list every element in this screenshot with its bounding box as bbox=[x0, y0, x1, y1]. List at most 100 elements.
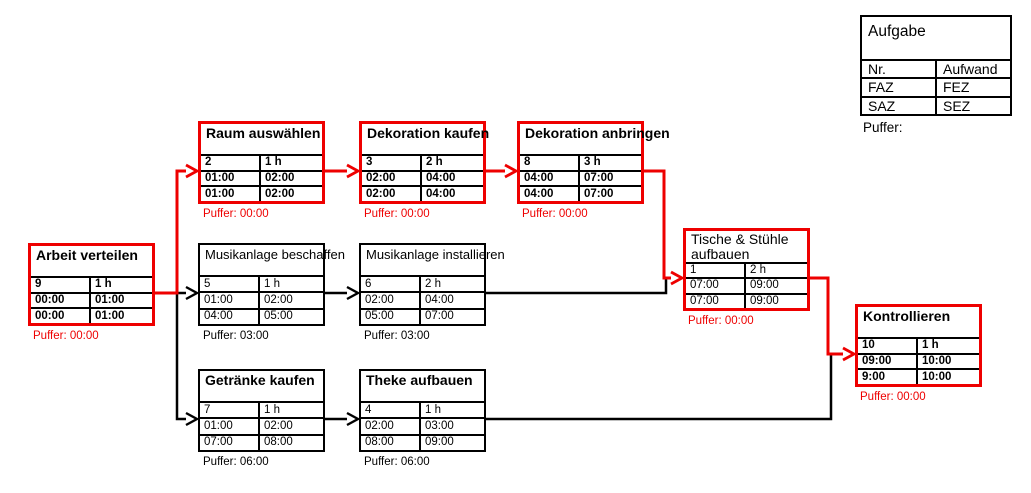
task-cell: 04:00 bbox=[422, 172, 483, 186]
task-puffer-label: Puffer: 00:00 bbox=[33, 330, 99, 342]
legend-fez-label: FEZ bbox=[943, 79, 970, 96]
task-title: Getränke kaufen bbox=[200, 371, 323, 403]
connector-arbeit-raum bbox=[155, 169, 186, 295]
task-title: Arbeit verteilen bbox=[31, 246, 152, 278]
task-cell: 07:00 bbox=[580, 187, 641, 201]
legend-cell: FAZ bbox=[862, 79, 937, 96]
task-nr: 2 bbox=[205, 156, 212, 169]
task-saz: 08:00 bbox=[365, 436, 394, 449]
task-faz: 01:00 bbox=[204, 293, 233, 306]
arrowhead-musikbeschaffen bbox=[185, 285, 200, 301]
task-cell: 07:00 bbox=[200, 435, 260, 450]
task-fez: 04:00 bbox=[426, 172, 456, 184]
task-saz: 07:00 bbox=[204, 436, 233, 449]
arrowhead-theke bbox=[346, 411, 361, 427]
arrowhead-raum bbox=[185, 163, 200, 179]
task-cell: 5 bbox=[200, 277, 260, 292]
task-saz: 00:00 bbox=[35, 309, 65, 322]
task-puffer-label: Puffer: 00:00 bbox=[860, 391, 926, 403]
task-cell: 09:00 bbox=[746, 279, 807, 292]
task-puffer-label: Puffer: 00:00 bbox=[364, 208, 430, 220]
connector-musikinstallieren-tische bbox=[486, 279, 668, 295]
task-puffer-label: Puffer: 00:00 bbox=[522, 208, 588, 220]
task-nr: 6 bbox=[365, 277, 372, 290]
task-faz: 09:00 bbox=[862, 355, 892, 367]
legend-cell: Aufwand bbox=[937, 61, 1010, 77]
task-fez: 03:00 bbox=[425, 419, 454, 432]
task-cell: 3 bbox=[362, 156, 422, 170]
task-nr: 5 bbox=[204, 277, 211, 290]
task-cell: 02:00 bbox=[362, 187, 422, 202]
task-fez: 04:00 bbox=[425, 293, 454, 306]
task-cell: 1 h bbox=[421, 403, 484, 417]
legend-aufwand-label: Aufwand bbox=[943, 61, 998, 78]
task-cell: 08:00 bbox=[260, 436, 323, 450]
task-cell: 4 bbox=[361, 403, 421, 418]
legend-title: Aufgabe bbox=[862, 17, 1010, 61]
connector-arbeit-getraenke bbox=[175, 292, 186, 421]
legend-row-faz-fez: FAZ FEZ bbox=[862, 77, 1010, 96]
task-row: 01:00 02:00 bbox=[201, 185, 322, 202]
task-aufwand: 3 h bbox=[584, 156, 601, 169]
task-saz: 04:00 bbox=[524, 187, 554, 200]
task-cell: 02:00 bbox=[260, 293, 323, 307]
task-nr: 3 bbox=[366, 156, 373, 169]
task-cell: 04:00 bbox=[421, 293, 484, 307]
task-faz: 02:00 bbox=[366, 172, 396, 184]
task-cell: 07:00 bbox=[580, 172, 641, 186]
task-cell: 01:00 bbox=[91, 294, 152, 308]
task-row: 04:00 07:00 bbox=[520, 169, 641, 186]
task-sez: 07:00 bbox=[584, 187, 614, 200]
task-cell: 02:00 bbox=[260, 419, 323, 433]
task-cell: 1 bbox=[686, 264, 746, 278]
task-faz: 07:00 bbox=[690, 279, 719, 292]
task-faz: 02:00 bbox=[365, 293, 394, 306]
task-cell: 9 bbox=[31, 278, 91, 292]
task-cell: 01:00 bbox=[200, 419, 260, 434]
task-cell: 04:00 bbox=[200, 309, 260, 324]
task-nr: 7 bbox=[204, 403, 211, 416]
legend-puffer-label: Puffer: bbox=[863, 120, 903, 135]
task-sez: 01:00 bbox=[95, 309, 125, 322]
task-cell: 1 h bbox=[91, 278, 152, 292]
arrowhead-dekokaufen bbox=[346, 163, 361, 179]
task-faz: 04:00 bbox=[524, 172, 554, 184]
task-cell: 1 h bbox=[260, 277, 323, 291]
task-title: Kontrollieren bbox=[858, 307, 979, 339]
task-saz: 01:00 bbox=[205, 187, 235, 200]
task-fez: 01:00 bbox=[95, 294, 125, 306]
task-cell: 05:00 bbox=[260, 310, 323, 324]
task-faz: 00:00 bbox=[35, 294, 65, 306]
task-row: 6 2 h bbox=[361, 277, 484, 292]
task-sez: 02:00 bbox=[265, 187, 295, 200]
task-cell: 2 h bbox=[421, 277, 484, 291]
task-cell: 00:00 bbox=[31, 293, 91, 308]
legend-box: Aufgabe Nr. Aufwand FAZ FEZ SAZ SEZ bbox=[860, 15, 1012, 116]
task-cell: 03:00 bbox=[421, 419, 484, 433]
legend-cell: SEZ bbox=[937, 98, 1010, 114]
task-row: 07:00 09:00 bbox=[686, 277, 807, 293]
task-puffer-label: Puffer: 00:00 bbox=[688, 315, 754, 327]
task-aufwand: 2 h bbox=[750, 264, 766, 277]
arrowhead-tische bbox=[670, 270, 685, 286]
task-sez: 07:00 bbox=[425, 310, 454, 323]
task-faz: 01:00 bbox=[205, 172, 235, 184]
task-fez: 02:00 bbox=[264, 419, 293, 432]
task-cell: 00:00 bbox=[31, 309, 91, 324]
task-nr: 10 bbox=[862, 339, 875, 352]
